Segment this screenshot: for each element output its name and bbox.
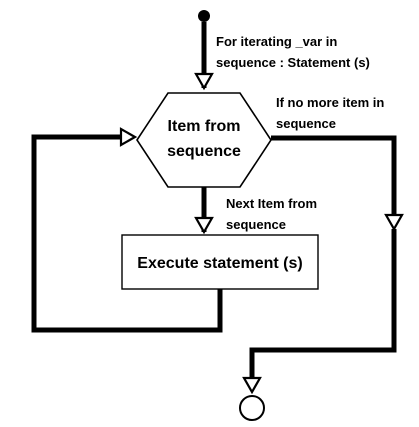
end-node bbox=[239, 395, 265, 421]
loop-back-connector bbox=[31, 134, 223, 333]
entry-label-line1: For iterating _var in bbox=[216, 34, 337, 49]
exit-label-line1: If no more item in bbox=[276, 95, 384, 110]
exit-arrowhead bbox=[384, 213, 404, 232]
next-label-line2: sequence bbox=[226, 217, 286, 232]
loop-back-arrowhead bbox=[119, 127, 138, 147]
entry-arrowhead bbox=[194, 72, 214, 91]
next-arrowhead bbox=[194, 216, 214, 235]
entry-label-line2: sequence : Statement (s) bbox=[216, 55, 370, 70]
process-label: Execute statement (s) bbox=[137, 255, 302, 272]
decision-label-line1: Item from bbox=[168, 118, 241, 135]
next-label-line1: Next Item from bbox=[226, 196, 317, 211]
process-box bbox=[121, 234, 319, 290]
exit-connector-upper bbox=[271, 135, 397, 217]
end-arrowhead bbox=[242, 376, 262, 395]
decision-label-line2: sequence bbox=[167, 143, 241, 160]
decision-hexagon bbox=[136, 92, 272, 188]
exit-label-line2: sequence bbox=[276, 116, 336, 131]
exit-connector-lower bbox=[249, 229, 397, 382]
start-node bbox=[198, 10, 210, 22]
